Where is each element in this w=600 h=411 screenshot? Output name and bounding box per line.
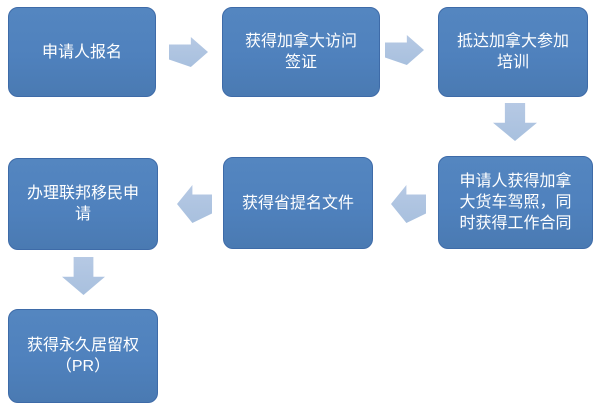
flow-step-label: 获得省提名文件 — [241, 194, 354, 212]
flow-step-truck-license-work-contract: 申请人获得加拿 大货车驾照，同 时获得工作合同 — [438, 156, 593, 249]
arrow-down-step6-to-step7-icon — [62, 257, 105, 295]
arrow-left-step5-to-step6-icon — [177, 185, 212, 223]
flow-step-label: 申请人获得加拿 大货车驾照，同 时获得工作合同 — [459, 173, 572, 232]
arrow-right-step2-to-step3-icon — [385, 35, 424, 65]
flow-step-label: 办理联邦移民申 请 — [26, 185, 139, 223]
arrow-left-step4-to-step5-icon — [391, 185, 426, 223]
flow-step-label: 抵达加拿大参加 培训 — [456, 33, 569, 71]
arrow-right-step1-to-step2-icon — [169, 37, 208, 67]
flow-step-applicant-registration: 申请人报名 — [8, 7, 156, 97]
flow-step-label: 获得永久居留权 （PR） — [26, 337, 139, 375]
flow-step-label: 获得加拿大访问 签证 — [244, 33, 357, 71]
flow-step-permanent-residence: 获得永久居留权 （PR） — [8, 309, 158, 403]
flow-step-provincial-nomination: 获得省提名文件 — [223, 157, 373, 249]
flow-step-federal-immigration-application: 办理联邦移民申 请 — [8, 158, 158, 250]
flow-step-obtain-visitor-visa: 获得加拿大访问 签证 — [222, 7, 380, 97]
arrow-down-step3-to-step4-icon — [493, 103, 537, 141]
flow-step-label: 申请人报名 — [41, 43, 122, 61]
flow-step-arrive-canada-training: 抵达加拿大参加 培训 — [438, 7, 588, 97]
